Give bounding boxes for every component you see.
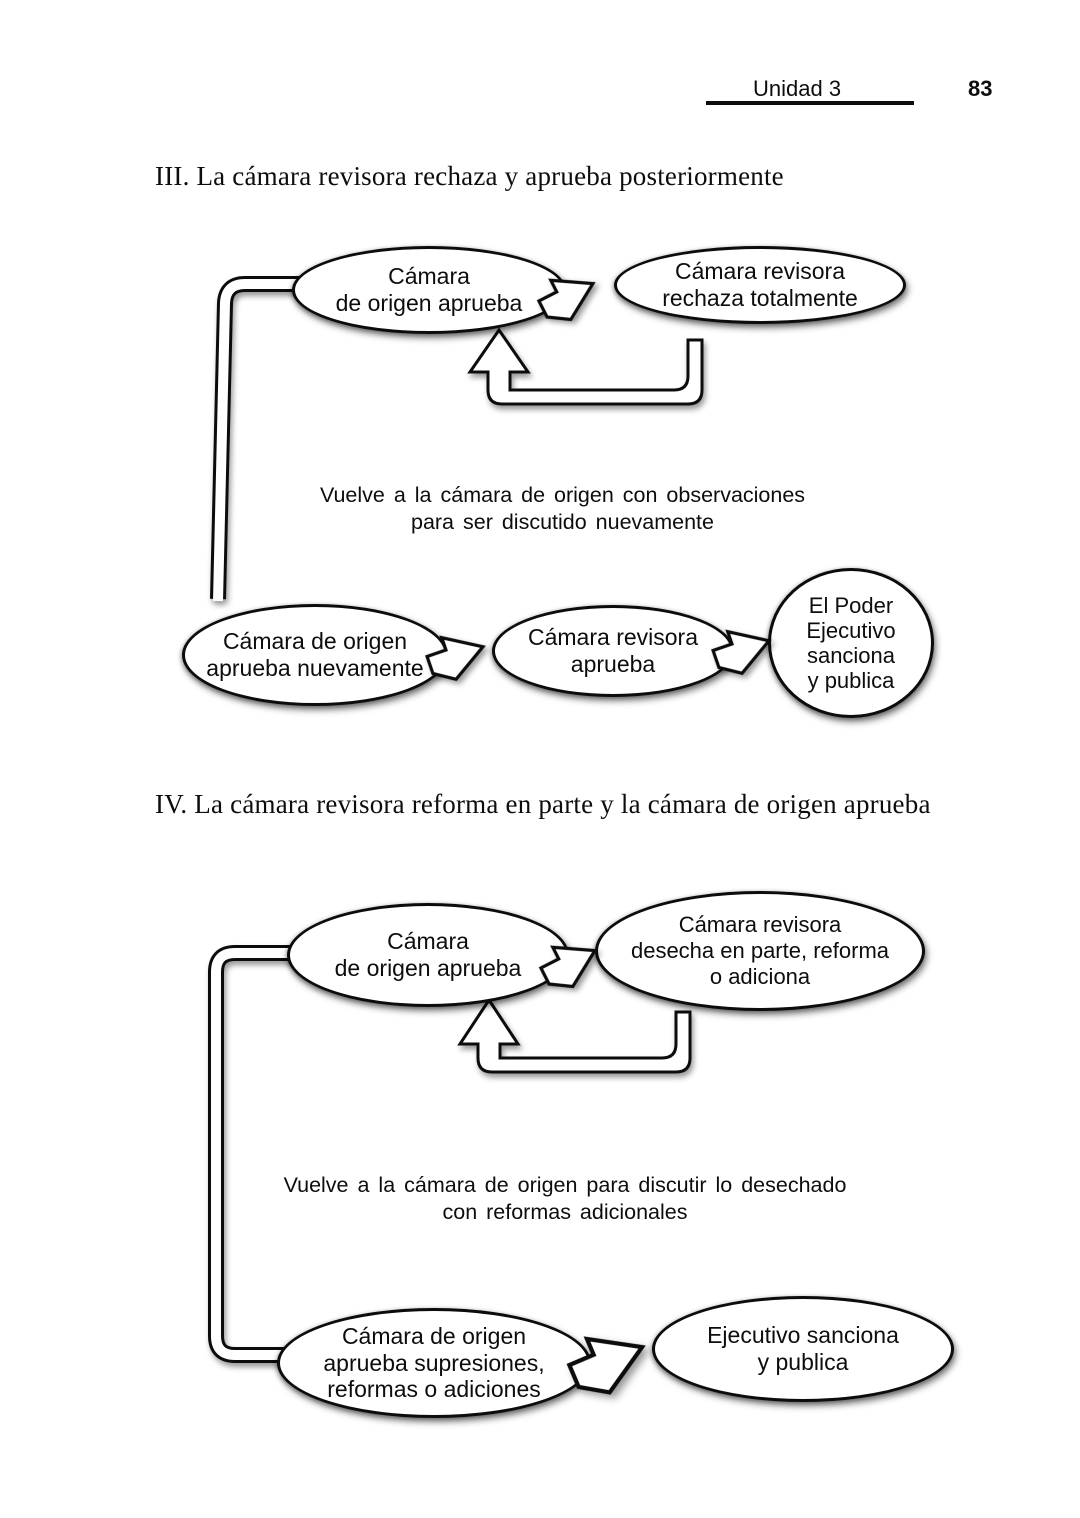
node-line: aprueba nuevamente [206, 655, 424, 681]
node-line: Cámara de origen [341, 1322, 527, 1349]
node-line: Cámara [388, 263, 470, 290]
node-line: aprueba supresiones, [323, 1349, 545, 1376]
node-line: Cámara revisora [528, 624, 698, 651]
running-title: Unidad 3 [753, 76, 842, 101]
bracket-pipe-icon [210, 276, 300, 602]
note-vuelve-desechado: Vuelve a la cámara de origen para discut… [220, 1172, 910, 1225]
node-line: y publica [807, 668, 895, 694]
node-line: Cámara de origen [222, 628, 408, 655]
note-line: con reformas adicionales [442, 1199, 688, 1224]
node-line: Cámara [387, 928, 469, 955]
node-line: de origen aprueba [335, 290, 523, 316]
node-poder-ejecutivo-sanciona: El Poder Ejecutivo sanciona y publica [768, 568, 934, 718]
node-line: sanciona [806, 643, 896, 668]
note-line: para ser discutido nuevamente [410, 509, 714, 534]
node-camara-origen-aprueba: Cámara de origen aprueba [287, 903, 569, 1007]
bracket-pipe-icon [208, 945, 300, 1363]
node-camara-origen-supresiones: Cámara de origen aprueba supresiones, re… [277, 1308, 591, 1418]
node-camara-revisora-aprueba: Cámara revisora aprueba [492, 605, 734, 697]
section-iv-title: IV. La cámara revisora reforma en parte … [155, 789, 931, 819]
node-line: de origen aprueba [334, 955, 522, 981]
node-line: y publica [757, 1349, 849, 1375]
node-ejecutivo-sanciona: Ejecutivo sanciona y publica [652, 1296, 954, 1402]
node-camara-revisora-rechaza: Cámara revisora rechaza totalmente [614, 246, 906, 324]
return-arrow-icon [467, 327, 704, 406]
node-line: aprueba [570, 651, 656, 677]
return-arrow-icon [457, 997, 692, 1074]
node-line: El Poder [808, 592, 894, 618]
node-line: desecha en parte, reforma [630, 938, 890, 964]
node-line: Ejecutivo sanciona [707, 1322, 899, 1349]
section-iii-title: III. La cámara revisora rechaza y aprueb… [155, 161, 784, 191]
note-vuelve-observaciones: Vuelve a la cámara de origen con observa… [240, 482, 885, 535]
header-rule [706, 101, 914, 105]
node-line: rechaza totalmente [662, 285, 858, 311]
page-number: 83 [968, 76, 993, 101]
node-line: Cámara revisora [675, 258, 845, 285]
node-line: reformas o adiciones [327, 1376, 541, 1403]
note-line: Vuelve a la cámara de origen con observa… [319, 483, 806, 507]
node-line: Cámara revisora [678, 912, 842, 938]
node-camara-origen-aprueba: Cámara de origen aprueba [292, 246, 566, 334]
node-line: o adiciona [709, 963, 811, 989]
note-line: Vuelve a la cámara de origen para discut… [283, 1173, 847, 1197]
node-line: Ejecutivo [806, 617, 896, 643]
node-camara-revisora-desecha: Cámara revisora desecha en parte, reform… [595, 891, 925, 1011]
node-camara-origen-nuevamente: Cámara de origen aprueba nuevamente [182, 604, 448, 706]
